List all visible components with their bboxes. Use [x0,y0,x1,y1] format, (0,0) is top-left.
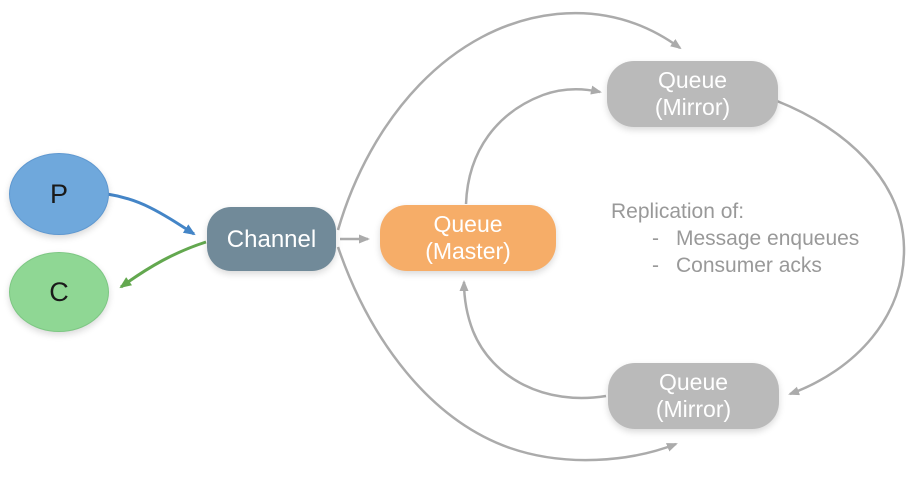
bullet-text: Consumer acks [676,254,822,277]
channel-node: Channel [207,207,336,271]
replication-bullet-acks: - Consumer acks [611,252,911,279]
queue-master-label-line2: (Master) [425,238,511,264]
queue-mirror-top-node: Queue (Mirror) [607,61,778,127]
bullet-dash: - [652,254,659,277]
queue-master-label-line1: Queue [433,211,503,237]
bullet-dash: - [652,227,659,250]
arrow-channel-to-consumer [119,240,207,289]
replication-annotation-title: Replication of: [611,200,745,223]
arrow-channel-to-bottom-mirror [336,246,678,462]
bullet-text: Message enqueues [676,227,860,250]
replication-annotation: Replication of: - Message enqueues - Con… [611,198,911,279]
queue-mirror-bottom-label-line2: (Mirror) [655,396,732,422]
producer-node: P [9,153,109,235]
queue-mirror-bottom-node: Queue (Mirror) [608,363,779,429]
queue-mirror-top-label-line2: (Mirror) [654,94,731,120]
channel-label: Channel [226,225,317,253]
queue-mirror-top-label-line1: Queue [657,67,728,93]
queue-mirror-bottom-label-line1: Queue [658,369,729,395]
arrow-producer-to-channel [106,192,196,236]
arrow-top-mirror-to-bottom-mirror [776,99,906,396]
consumer-node: C [9,252,109,332]
arrow-master-to-top-mirror [464,85,602,205]
arrow-bottom-mirror-to-master [459,280,607,400]
queue-master-node: Queue (Master) [380,205,556,271]
producer-label: P [49,178,68,209]
consumer-label: C [49,276,69,307]
arrow-channel-to-top-mirror [336,11,682,231]
replication-bullet-enqueues: - Message enqueues [611,225,911,252]
